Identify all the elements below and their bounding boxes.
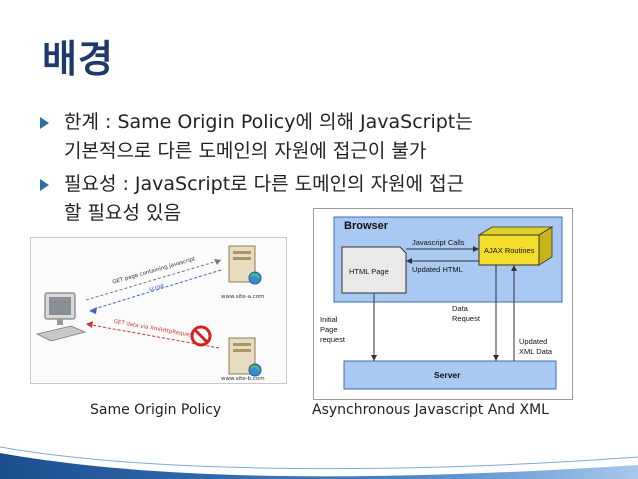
html-page-label: HTML Page [349,267,389,276]
server-a-icon [228,245,262,285]
javascript-calls-label: Javascript Calls [412,238,465,247]
data-request-label-1: Data [452,304,468,313]
caption-ajax: Asynchronous Javascript And XML [312,402,549,418]
browser-label: Browser [344,220,389,232]
same-origin-policy-figure: GET page containing javascript script GE… [30,237,287,384]
sop-diagram [35,245,262,377]
computer-icon [35,292,87,342]
html-page-box [341,246,407,294]
site-b-label: www.site-b.com [221,376,265,382]
initial-request-label-3: request [320,335,346,344]
server-label: Server [434,370,461,380]
ajax-architecture-figure: Browser HTML Page Javascript Calls AJAX … [313,208,573,400]
site-a-label: www.site-a.com [221,294,265,300]
ajax-routines-box [478,234,540,266]
caption-same-origin-policy: Same Origin Policy [90,402,222,418]
server-box [343,360,557,390]
bullet-arrow-icon [40,179,49,191]
decorative-ribbon [0,446,638,479]
bullet-2-line-1: 필요성 : JavaScript로 다른 도메인의 자원에 접근 [64,173,465,195]
updated-html-label: Updated HTML [412,265,463,274]
bullet-1-line-1: 한계 : Same Origin Policy에 의해 JavaScript는 [64,111,473,133]
ajax-routines-label: AJAX Routines [484,246,535,255]
updated-xml-label-1: Updated [519,337,548,346]
server-b-icon [228,337,262,377]
updated-xml-label-2: XML Data [519,347,553,356]
initial-request-label-2: Page [320,325,338,334]
blocked-icon [190,325,212,347]
bullet-1-line-2: 기본적으로 다른 도메인의 자원에 접근이 불가 [64,140,427,162]
data-request-label-2: Request [452,314,480,323]
bullet-2-line-2: 할 필요성 있음 [64,202,181,224]
bullet-arrow-icon [40,117,49,129]
ajax-diagram [333,216,563,390]
slide-title: 배경 [42,37,114,81]
initial-request-label-1: Initial [320,315,338,324]
